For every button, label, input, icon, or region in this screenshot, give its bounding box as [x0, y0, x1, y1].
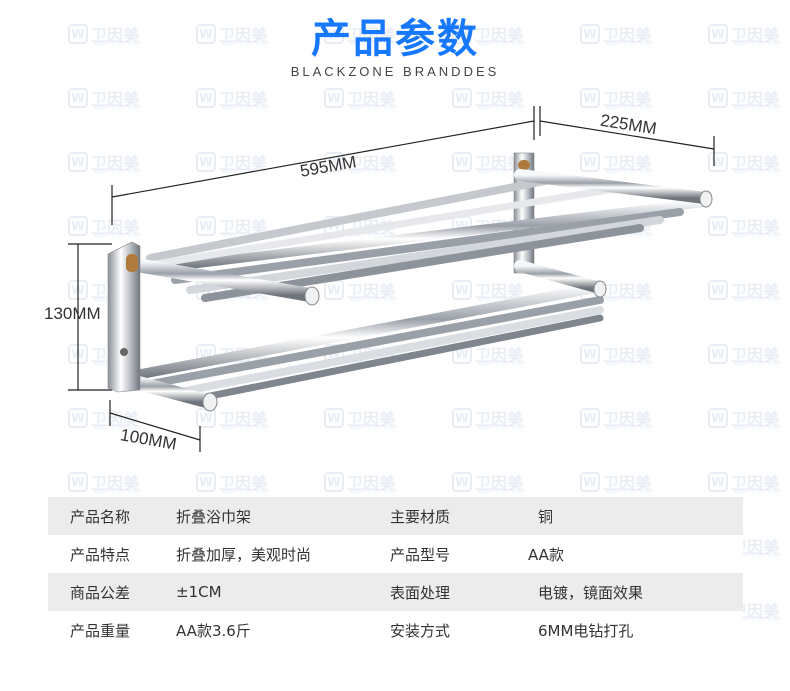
spec-label: 主要材质	[390, 507, 451, 526]
spec-value: AA款3.6斤	[176, 621, 251, 640]
spec-value: 折叠浴巾架	[176, 507, 252, 526]
spec-label: 产品型号	[390, 545, 451, 564]
table-row: 商品公差 ±1CM 表面处理 电镀，镜面效果	[48, 573, 743, 611]
spec-label: 产品名称	[70, 507, 131, 526]
dimension-lines	[68, 106, 715, 452]
spec-value: 6MM电钻打孔	[538, 621, 634, 640]
spec-table: 产品名称 折叠浴巾架 主要材质 铜 产品特点 折叠加厚，美观时尚 产品型号 AA…	[48, 497, 743, 649]
table-row: 产品重量 AA款3.6斤 安装方式 6MM电钻打孔	[48, 611, 743, 649]
spec-label: 安装方式	[390, 621, 451, 640]
spec-value: 折叠加厚，美观时尚	[176, 545, 312, 564]
spec-value: AA款	[528, 545, 564, 564]
table-row: 产品特点 折叠加厚，美观时尚 产品型号 AA款	[48, 535, 743, 573]
towel-rack-illustration	[68, 106, 715, 452]
table-row: 产品名称 折叠浴巾架 主要材质 铜	[48, 497, 743, 535]
spec-label: 商品公差	[70, 583, 131, 602]
spec-value: ±1CM	[176, 583, 222, 601]
page-subtitle: BLACKZONE BRANDDES	[290, 64, 500, 79]
spec-value: 电镀，镜面效果	[538, 583, 644, 602]
spec-label: 表面处理	[390, 583, 451, 602]
page-title: 产品参数	[311, 16, 479, 62]
dimension-height: 130MM	[44, 304, 101, 323]
spec-label: 产品特点	[70, 545, 131, 564]
spec-value: 铜	[538, 507, 554, 526]
spec-label: 产品重量	[70, 621, 131, 640]
